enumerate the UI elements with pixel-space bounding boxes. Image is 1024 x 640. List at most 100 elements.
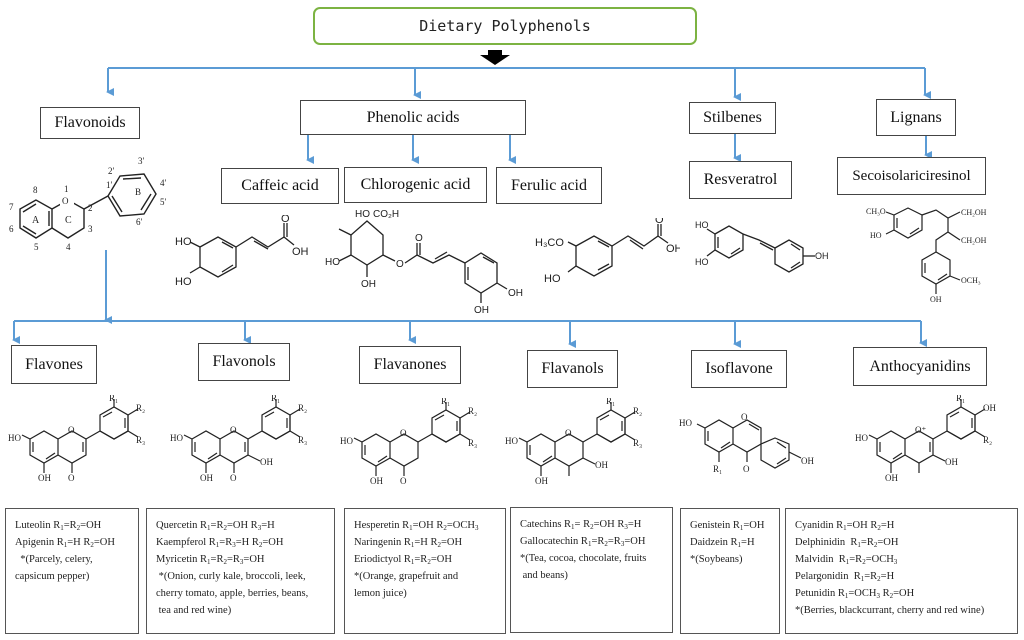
structure-label: O <box>68 425 75 435</box>
structure-label: R₃ <box>633 438 642 448</box>
structure-label: HO <box>855 433 868 443</box>
bond <box>264 411 288 428</box>
structure-label: OH <box>200 473 213 483</box>
bond <box>29 430 59 464</box>
structure-label: O <box>230 425 237 435</box>
bond <box>247 454 261 462</box>
bond <box>876 430 906 464</box>
root-dietary-polyphenols: Dietary Polyphenols <box>313 7 697 45</box>
info-line: Myricetin R1=R2=R3=OH <box>156 554 265 566</box>
chlorogenic-label-oh3: OH <box>474 305 489 316</box>
pos-5: 5 <box>34 242 39 252</box>
bond <box>127 408 139 416</box>
structure-label: O <box>230 473 237 483</box>
structure-label: R₂ <box>468 406 477 416</box>
seco-label-och3: OCH₃ <box>961 276 981 285</box>
class-lignans: Lignans <box>876 99 956 136</box>
info-line: *(Tea, cocoa, chocolate, fruits <box>520 553 647 564</box>
seco-label-ch2oh2: CH₂OH <box>961 236 987 245</box>
structure-label: R₁ <box>271 395 280 403</box>
info-line: Malvidin R1=R2=OCH3 <box>795 554 898 566</box>
bond <box>879 442 903 460</box>
structure-label: OH <box>945 457 958 467</box>
chlorogenic-label-o-ester: O <box>396 259 404 270</box>
bond <box>974 430 986 438</box>
info-line: Apigenin R1=H R2=OH <box>15 537 115 549</box>
pos-2p: 2′ <box>108 166 115 176</box>
info-line: Kaempferol R1=R3=H R2=OH <box>156 537 284 549</box>
info-line: capsicum pepper) <box>15 571 90 582</box>
caffeic-label-ho2: HO <box>175 276 192 288</box>
bond <box>459 433 471 441</box>
ring-a-label: A <box>32 215 40 226</box>
info-line: Quercetin R1=R2=OH R3=H <box>156 520 275 532</box>
structure-label: HO <box>340 436 353 446</box>
structure-label: O <box>400 476 407 486</box>
chlorogenic-label-ho: HO <box>355 209 370 220</box>
main-down-arrow <box>480 50 510 65</box>
secoisolariciresinol-structure: CH₃O HO CH₂OH CH₂OH OCH₃ OH <box>866 207 987 304</box>
bond <box>760 437 790 469</box>
stilbene-resveratrol: Resveratrol <box>689 161 792 199</box>
bond <box>518 437 528 443</box>
bond <box>431 418 461 443</box>
bond <box>57 430 87 464</box>
structure-label: R₂ <box>633 406 642 416</box>
bond <box>434 414 458 431</box>
phenolic-chlorogenic-acid: Chlorogenic acid <box>344 167 487 203</box>
seco-label-ho: HO <box>870 231 882 240</box>
info-line: Hesperetin R1=OH R2=OCH3 <box>354 520 479 532</box>
bond <box>696 423 706 429</box>
info-line: and beans) <box>520 570 568 581</box>
resveratrol-label-ho1: HO <box>695 220 709 230</box>
info-line: Luteolin R1=R2=OH <box>15 520 102 532</box>
bond <box>599 414 623 431</box>
structure-label: OH <box>983 403 996 413</box>
bond <box>289 430 301 438</box>
subclass-flavanones: Flavanones <box>359 346 461 384</box>
bond <box>776 441 787 465</box>
subclass-flavanols: Flavanols <box>527 350 618 388</box>
info-line: Naringenin R1=H R2=OH <box>354 537 463 549</box>
structure-label: O <box>400 428 407 438</box>
pos-4p: 4′ <box>160 178 167 188</box>
info-line: tea and red wine) <box>156 605 232 616</box>
pos-1p: 1′ <box>106 180 113 190</box>
seco-label-ch3o: CH₃O <box>866 207 886 216</box>
structure-label: O <box>565 428 572 438</box>
structure-label: HO <box>170 433 183 443</box>
pos-3: 3 <box>88 224 93 234</box>
lignan-secoisolariciresinol: Secoisolariciresinol <box>837 157 986 195</box>
info-line: cherry tomato, apple, berries, beans, <box>156 588 309 599</box>
structure-label: R₁ <box>713 464 722 474</box>
pos-4: 4 <box>66 242 71 252</box>
info-line: Gallocatechin R1=R2=R3=OH <box>520 536 646 548</box>
structure-label: HO <box>505 436 518 446</box>
info-line: Petunidin R1=OCH3 R2=OH <box>795 588 915 600</box>
seco-label-oh: OH <box>930 295 942 304</box>
core-oxygen-label: O <box>62 196 69 206</box>
chlorogenic-label-o-carbonyl: O <box>415 233 423 244</box>
structure-label: OH <box>535 476 548 486</box>
bond <box>526 433 556 467</box>
bond <box>582 457 596 465</box>
ferulic-acid-structure: H₃CO HO O OH <box>535 218 680 285</box>
info-line: *(Orange, grapefruit and <box>354 571 459 582</box>
bond <box>707 431 731 449</box>
info-line: *(Soybeans) <box>690 554 743 565</box>
info-line: Genistein R1=OH <box>690 520 765 532</box>
chlorogenic-acid-structure: HO CO₂H HO OH O O OH OH <box>325 209 523 316</box>
bond <box>974 408 986 416</box>
ferulic-label-ho: HO <box>544 273 561 285</box>
bond <box>624 411 636 419</box>
bond <box>353 437 363 443</box>
bond <box>624 433 636 441</box>
bond <box>932 454 946 462</box>
bond <box>219 430 249 464</box>
